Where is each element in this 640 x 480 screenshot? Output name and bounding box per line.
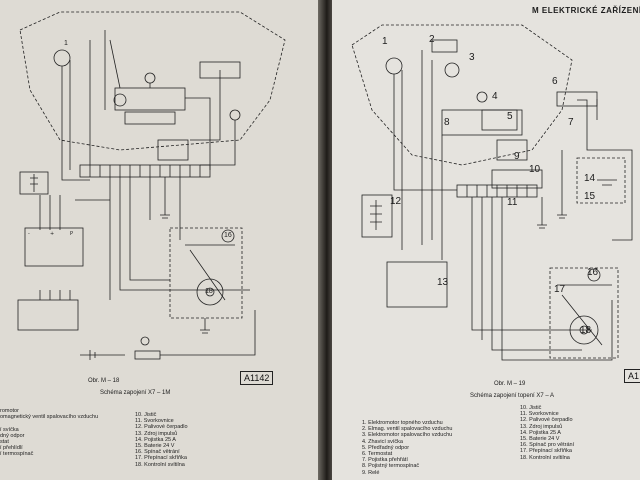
legend-item: 13. Zdroj impulsů <box>520 423 563 430</box>
legend-item: 14. Pojistka 25 A <box>135 436 176 443</box>
legend-item: í přehlídlí <box>0 445 23 452</box>
legend-item: 12. Palivové čerpadlo <box>135 424 188 431</box>
diagram-number-18: 18 <box>205 288 213 295</box>
diagram-number-4: 4 <box>492 91 498 102</box>
diagram-number-11: 11 <box>507 197 518 208</box>
diagram-number-10: 10 <box>529 164 541 175</box>
legend-item: 8. Pojistný termospínač <box>362 463 420 470</box>
diagram-number-9: 9 <box>514 151 520 162</box>
code-box-left: A1142 <box>240 371 274 385</box>
legend-item: 10. Jistič <box>135 412 157 418</box>
right-page: M ELEKTRICKÉ ZAŘÍZENÍ <box>332 0 640 480</box>
diagram-number-7: 7 <box>568 117 574 128</box>
legend-right-col1: 1. Elektromotor topného vzduchu 2. Elmag… <box>362 420 453 476</box>
diagram-number-15: 15 <box>584 191 596 202</box>
diagram-number-17: 17 <box>554 284 566 295</box>
figure-title-left: Schéma zapojení X7 – 1M <box>100 390 171 396</box>
legend-item: 15. Baterie 24 V <box>520 435 560 442</box>
legend-item: 9. Relé <box>362 469 380 476</box>
legend-item: í termospínač <box>0 451 34 458</box>
diagram-number-6: 6 <box>552 76 558 87</box>
legend-item: 15. Baterie 24 V <box>135 442 175 449</box>
figure-label-right: Obr. M – 19 <box>494 381 526 387</box>
legend-item: omagnetický ventil spalovacího vzduchu <box>0 414 99 421</box>
legend-item: 3. Elektromotor spalovacího vzduchu <box>362 432 453 439</box>
diagram-number-3: 3 <box>469 52 475 63</box>
legend-left-col2: 10. Jistič 11. Svorkovnice 12. Palivové … <box>135 412 188 468</box>
legend-item: 4. Zhavicí svíčka <box>362 438 403 445</box>
legend-item: 2. Elmag. ventil spalovacího vzduchu <box>362 426 453 433</box>
diagram-number-16: 16 <box>587 267 599 278</box>
code-box-right: A1 <box>624 369 640 383</box>
book-gutter <box>318 0 334 480</box>
diagram-number-2: 2 <box>429 34 435 45</box>
diagram-number-8: 8 <box>444 117 450 128</box>
legend-item: 14. Pojistka 25 A <box>520 429 561 436</box>
legend-item: í svíčka <box>0 426 19 433</box>
terminal-p: P <box>70 231 74 237</box>
legend-item: 17. Přepínací skříňka <box>520 448 572 455</box>
legend-item: 16. Spínač větrání <box>135 449 180 456</box>
legend-item: 1. Elektromotor topného vzduchu <box>362 420 443 426</box>
figure-label-left: Obr. M – 18 <box>88 378 120 384</box>
legend-item: 18. Kontrolní svítilna <box>520 454 570 461</box>
legend-item: 11. Svorkovnice <box>135 418 174 425</box>
legend-item: 17. Přepínací skříňka <box>135 455 187 462</box>
left-page: 1 16 18 - + P Obr. M – 18 Schéma zapojen… <box>0 0 322 480</box>
legend-item: romotor <box>0 408 19 414</box>
diagram-number-5: 5 <box>507 111 513 122</box>
legend-item: 12. Palivové čerpadlo <box>520 417 573 424</box>
diagram-number-1: 1 <box>64 40 68 47</box>
page-header: M ELEKTRICKÉ ZAŘÍZENÍ <box>532 6 640 15</box>
diagram-number-13: 13 <box>437 277 449 288</box>
terminal-minus: - <box>28 231 30 237</box>
terminal-plus: + <box>50 231 55 237</box>
legend-item: 10. Jistič <box>520 405 542 411</box>
legend-item: stat <box>0 438 9 445</box>
legend-item: 5. Předřadný odpor <box>362 444 410 451</box>
diagram-number-18: 18 <box>580 325 592 336</box>
legend-left-col1: romotor omagnetický ventil spalovacího v… <box>0 408 98 458</box>
wiring-diagram-m19 <box>351 24 633 361</box>
legend-item: 11. Svorkovnice <box>520 411 559 418</box>
legend-item: 7. Pojistka přehřátí <box>362 457 408 464</box>
diagram-number-12: 12 <box>390 196 402 207</box>
diagram-number-16: 16 <box>224 232 232 239</box>
wiring-diagram-m18 <box>17 11 286 360</box>
legend-item: 13. Zdroj impulsů <box>135 430 178 437</box>
legend-item: 16. Spínač pro větrání <box>520 442 575 449</box>
legend-right-col2: 10. Jistič 11. Svorkovnice 12. Palivové … <box>520 405 574 461</box>
diagram-number-1: 1 <box>382 36 388 47</box>
figure-title-right: Schéma zapojení topení X7 – A <box>470 393 555 399</box>
legend-item: 18. Kontrolní svítilna <box>135 461 185 468</box>
diagram-number-14: 14 <box>584 173 596 184</box>
legend-item: 6. Termostat <box>362 450 393 457</box>
legend-item: dný odpor <box>0 432 25 439</box>
